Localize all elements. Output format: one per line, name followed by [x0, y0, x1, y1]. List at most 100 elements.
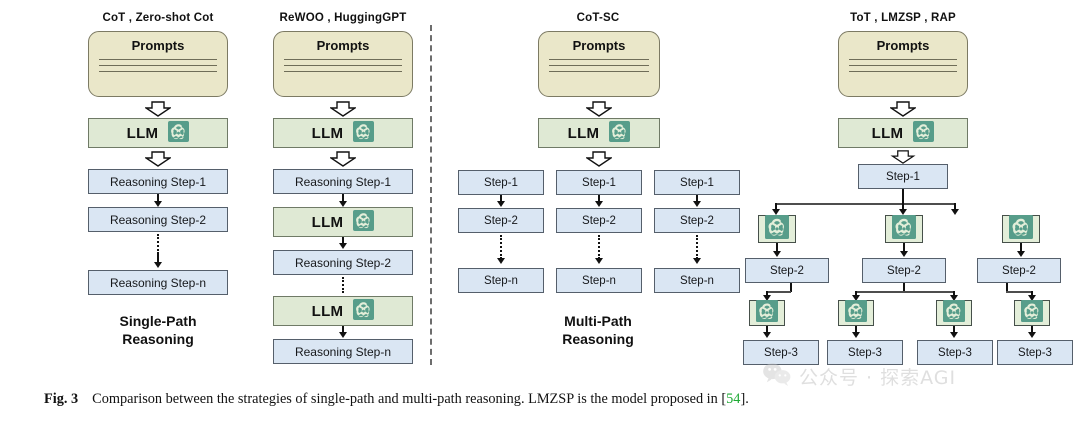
arrow-head-icon — [1027, 332, 1036, 338]
tree-node-step-3-a: Step-3 — [743, 340, 819, 365]
step-box-reasoning-1: Reasoning Step-1 — [88, 169, 228, 194]
arrow-head-icon — [1016, 251, 1025, 257]
llm-label: LLM — [311, 302, 344, 320]
connector-line — [902, 189, 904, 204]
connector-line — [598, 195, 600, 203]
prompts-title: Prompts — [572, 38, 626, 53]
step-box-path2-1: Step-1 — [556, 170, 642, 195]
block-arrow-down-icon — [328, 151, 358, 172]
llm-label: LLM — [871, 124, 904, 142]
wechat-icon — [762, 362, 792, 391]
block-arrow-down-icon — [328, 101, 358, 122]
connector-line — [1031, 291, 1033, 297]
watermark-text: 公众号 · 探索AGI — [799, 367, 957, 389]
step-box-reasoning-1: Reasoning Step-1 — [273, 169, 413, 194]
watermark: 公众号 · 探索AGI — [762, 362, 956, 391]
prompts-title: Prompts — [316, 38, 370, 53]
caption-reference[interactable]: 54 — [726, 391, 741, 407]
block-arrow-down-icon — [143, 101, 173, 122]
column-title-rewoo: ReWOO , HuggingGPT — [279, 12, 407, 24]
caption-text-after: ]. — [740, 391, 749, 407]
connector-line — [855, 291, 857, 297]
connector-line — [1020, 243, 1022, 253]
prompt-lines — [284, 59, 402, 72]
openai-logo-icon — [765, 214, 789, 244]
connector-line — [1031, 326, 1033, 334]
llm-label: LLM — [311, 124, 344, 142]
gpt-tile-l3-3 — [936, 299, 972, 327]
multi-path-line-2: Reasoning — [562, 331, 634, 347]
arrow-head-icon — [949, 332, 958, 338]
openai-logo-icon — [1021, 299, 1043, 327]
tree-node-step-2-c: Step-2 — [977, 258, 1061, 283]
arrow-head-icon — [762, 332, 771, 338]
prompt-lines — [99, 59, 217, 72]
arrow-head-icon — [1027, 295, 1036, 301]
step-box-path3-2: Step-2 — [654, 208, 740, 233]
arrow-head-icon — [496, 258, 505, 264]
connector-line — [500, 195, 502, 203]
prompts-card-tot: Prompts — [838, 31, 968, 97]
gpt-tile-l3-2 — [838, 299, 874, 326]
arrow-head-icon — [338, 243, 347, 249]
gpt-tile-l3-4 — [1014, 299, 1050, 327]
connector-line — [342, 237, 344, 245]
llm-label: LLM — [567, 124, 600, 142]
gpt-tile-l2-1 — [758, 214, 796, 244]
step-box-path2-n: Step-n — [556, 268, 642, 293]
connector-dotted — [500, 235, 502, 259]
connector-line — [157, 194, 159, 203]
connector-line — [775, 203, 777, 211]
connector-dotted — [598, 235, 600, 259]
arrow-head-icon — [594, 258, 603, 264]
connector-line — [902, 203, 904, 211]
arrow-head-icon — [692, 201, 701, 207]
column-title-cot-sc: CoT-SC — [576, 12, 620, 24]
llm-box-rewoo-3: LLM — [273, 296, 413, 326]
gpt-tile-l2-2 — [885, 214, 923, 244]
multi-path-line-1: Multi-Path — [564, 313, 632, 329]
connector-line — [790, 283, 792, 292]
connector-line — [954, 203, 956, 211]
prompts-card-cot: Prompts — [88, 31, 228, 97]
connector-line — [953, 291, 955, 297]
connector-line — [775, 203, 955, 205]
arrow-head-icon — [851, 332, 860, 338]
connector-line — [1006, 291, 1032, 293]
gpt-tile-l2-3 — [1002, 214, 1040, 243]
prompts-card-cot-sc: Prompts — [538, 31, 660, 97]
openai-logo-icon — [943, 299, 965, 327]
single-path-line-2: Reasoning — [122, 331, 194, 347]
connector-line — [766, 291, 791, 293]
figure-label: Fig. 3 — [44, 391, 79, 407]
step-box-path1-2: Step-2 — [458, 208, 544, 233]
connector-line — [342, 194, 344, 203]
prompts-title: Prompts — [876, 38, 930, 53]
block-arrow-down-icon — [584, 101, 614, 122]
tree-node-step-3-d: Step-3 — [997, 340, 1073, 365]
llm-label: LLM — [311, 213, 344, 231]
prompts-title: Prompts — [131, 38, 185, 53]
step-box-reasoning-n: Reasoning Step-n — [273, 339, 413, 364]
openai-logo-icon — [353, 298, 375, 324]
connector-line — [903, 243, 905, 253]
openai-logo-icon — [353, 209, 375, 235]
arrow-head-icon — [338, 332, 347, 338]
arrow-head-icon — [771, 209, 780, 215]
tree-node-step-2-b: Step-2 — [862, 258, 946, 283]
tree-node-step-3-c: Step-3 — [917, 340, 993, 365]
connector-line — [855, 291, 953, 293]
connector-line — [766, 291, 768, 297]
connector-line — [1006, 283, 1008, 292]
openai-logo-icon — [892, 214, 916, 244]
column-title-tot: ToT , LMZSP , RAP — [850, 12, 956, 24]
gpt-tile-l3-1 — [749, 299, 785, 326]
arrow-head-icon — [338, 201, 347, 207]
prompt-lines — [849, 59, 957, 72]
connector-line — [903, 283, 905, 292]
arrow-head-icon — [950, 209, 959, 215]
arrow-head-icon — [692, 258, 701, 264]
multi-path-label: Multi-Path Reasoning — [528, 312, 668, 348]
